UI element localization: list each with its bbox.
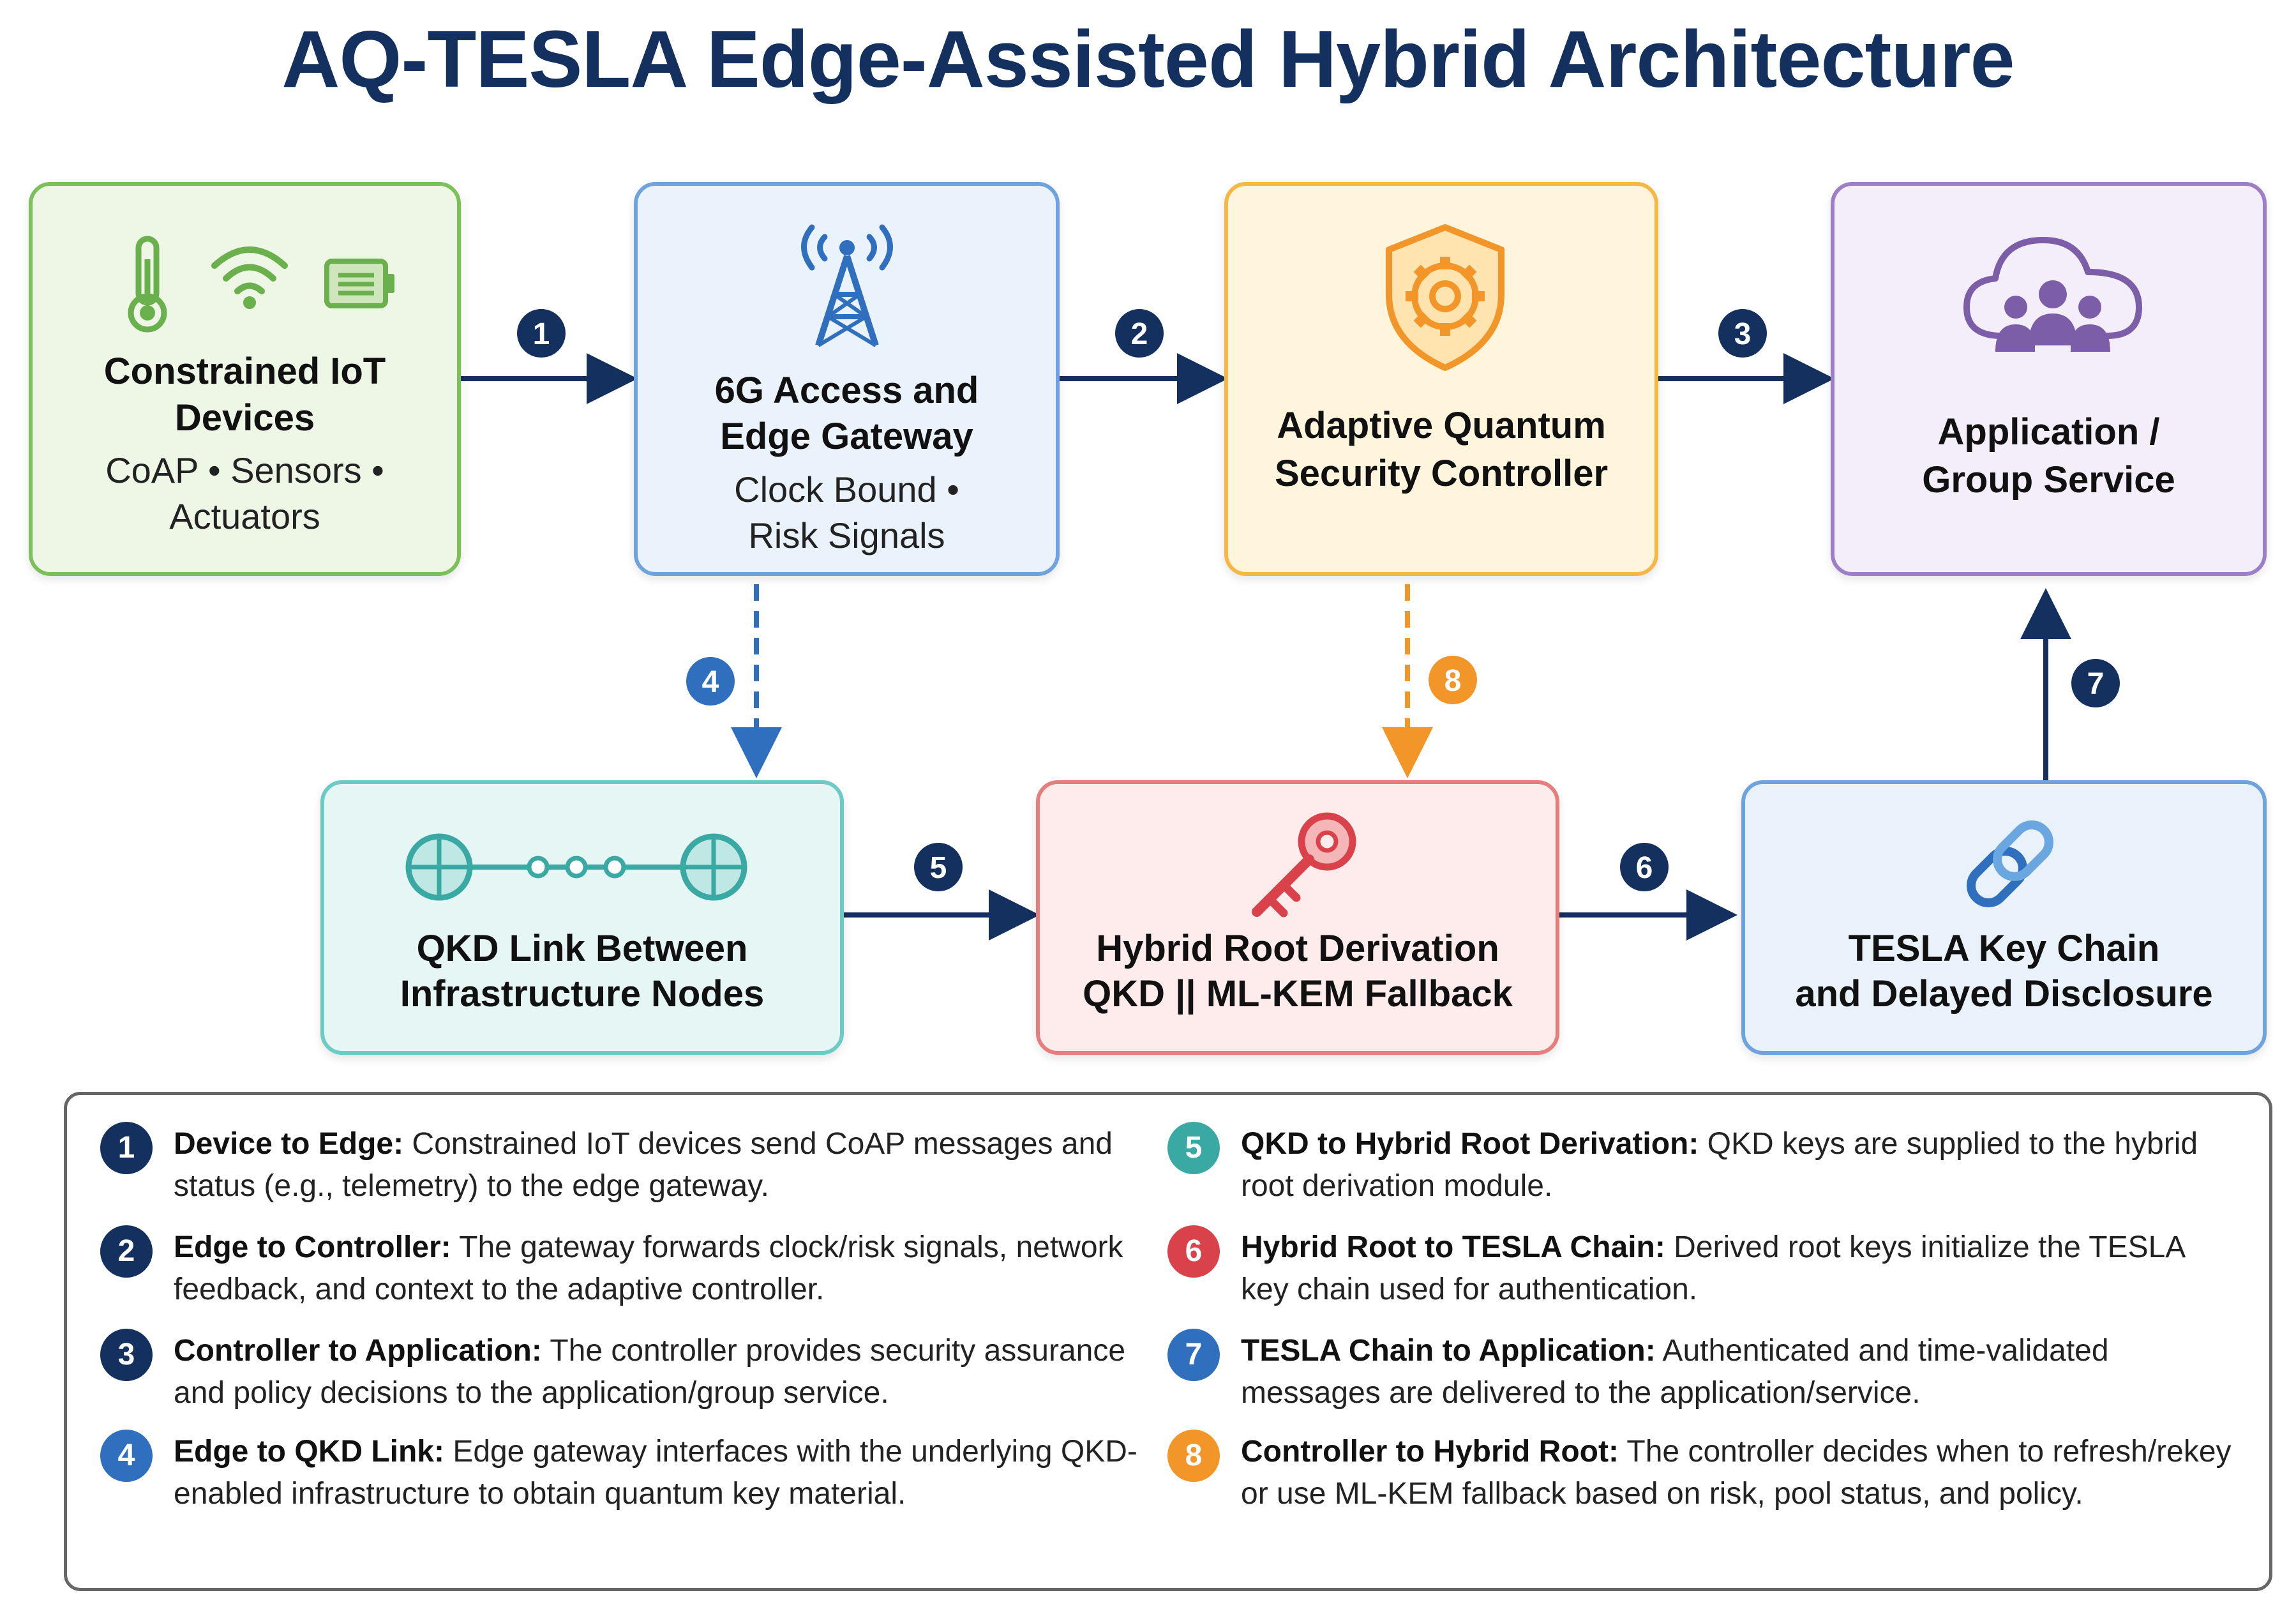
legend-badge-1: 1	[100, 1122, 153, 1174]
application-service-box: Application / Group Service	[1831, 182, 2267, 576]
legend-text-1: Device to Edge: Constrained IoT devices …	[174, 1127, 1113, 1203]
legend-badge-7: 7	[1167, 1329, 1220, 1381]
tesla-title-line2: and Delayed Disclosure	[1795, 973, 2213, 1015]
iot-title-line1: Constrained IoT	[103, 351, 386, 392]
legend-badge-8: 8	[1167, 1430, 1220, 1482]
tesla-title-line1: TESLA Key Chain	[1848, 928, 2160, 969]
controller-title-line2: Security Controller	[1274, 453, 1609, 494]
step-badge-7: 7	[2071, 659, 2120, 707]
svg-text:5: 5	[930, 851, 947, 885]
hybrid-title-line2: QKD || ML-KEM Fallback	[1083, 973, 1513, 1015]
iot-subtitle-line2: Actuators	[169, 496, 320, 536]
application-title-line1: Application /	[1937, 411, 2160, 453]
hybrid-title-line1: Hybrid Root Derivation	[1096, 928, 1499, 969]
svg-text:3: 3	[1734, 317, 1752, 351]
svg-text:2: 2	[1131, 317, 1148, 351]
legend-badge-4: 4	[100, 1430, 153, 1482]
legend-text-5: QKD to Hybrid Root Derivation: QKD keys …	[1241, 1127, 2198, 1203]
diagram-connectors: 1 2 3 4 5 6 7 8	[461, 309, 2120, 940]
antenna-tower-icon	[801, 224, 893, 347]
qkd-link-icon	[405, 833, 747, 901]
cloud-group-icon	[1963, 237, 2142, 352]
gateway-subtitle-line2: Risk Signals	[748, 515, 945, 555]
svg-text:6: 6	[1636, 851, 1653, 885]
legend-text-7: TESLA Chain to Application: Authenticate…	[1241, 1334, 2109, 1410]
gateway-title-line1: 6G Access and	[714, 370, 979, 411]
qkd-link-box: QKD Link Between Infrastructure Nodes	[320, 780, 844, 1055]
legend-text-4: Edge to QKD Link: Edge gateway interface…	[174, 1435, 1137, 1511]
tesla-key-chain-box: TESLA Key Chain and Delayed Disclosure	[1741, 780, 2267, 1055]
iot-title-line2: Devices	[174, 397, 315, 439]
legend-text-6: Hybrid Root to TESLA Chain: Derived root…	[1241, 1230, 2184, 1306]
thermometer-icon	[128, 236, 167, 333]
legend-text-3: Controller to Application: The controlle…	[174, 1334, 1126, 1410]
qkd-title-line1: QKD Link Between	[416, 928, 748, 969]
legend-panel: 1 Device to Edge: Constrained IoT device…	[64, 1092, 2272, 1591]
step-badge-3: 3	[1718, 309, 1767, 358]
step-badge-8: 8	[1429, 656, 1477, 704]
wifi-icon	[211, 246, 288, 309]
iot-subtitle-line1: CoAP • Sensors •	[105, 450, 384, 490]
gateway-subtitle-line1: Clock Bound •	[734, 469, 959, 510]
step-badge-1: 1	[517, 309, 566, 358]
svg-text:4: 4	[702, 665, 719, 699]
legend-badge-3: 3	[100, 1329, 153, 1381]
step-badge-4: 4	[686, 657, 735, 706]
iot-devices-box: Constrained IoT Devices CoAP • Sensors •…	[29, 182, 461, 576]
page-title: AQ-TESLA Edge-Assisted Hybrid Architectu…	[281, 14, 2015, 104]
application-title-line2: Group Service	[1922, 459, 2175, 501]
step-badge-2: 2	[1115, 309, 1164, 358]
edge-gateway-box: 6G Access and Edge Gateway Clock Bound •…	[634, 182, 1060, 576]
chain-link-icon	[1967, 820, 2053, 907]
legend-text-2: Edge to Controller: The gateway forwards…	[174, 1230, 1123, 1306]
key-icon	[1252, 812, 1356, 918]
legend-badge-6: 6	[1167, 1225, 1220, 1278]
security-controller-box: Adaptive Quantum Security Controller	[1224, 182, 1658, 576]
svg-text:7: 7	[2087, 667, 2105, 701]
step-badge-6: 6	[1620, 843, 1669, 891]
qkd-title-line2: Infrastructure Nodes	[400, 973, 765, 1015]
svg-text:8: 8	[1444, 664, 1462, 698]
legend-text-8: Controller to Hybrid Root: The controlle…	[1241, 1435, 2232, 1511]
step-badge-5: 5	[914, 843, 963, 891]
gateway-title-line2: Edge Gateway	[720, 416, 973, 457]
controller-title-line1: Adaptive Quantum	[1277, 405, 1606, 446]
svg-text:1: 1	[533, 317, 550, 351]
hybrid-root-box: Hybrid Root Derivation QKD || ML-KEM Fal…	[1036, 780, 1559, 1055]
battery-icon	[324, 259, 394, 308]
legend-badge-2: 2	[100, 1225, 153, 1278]
shield-gear-icon	[1386, 224, 1504, 371]
legend-badge-5: 5	[1167, 1122, 1220, 1174]
